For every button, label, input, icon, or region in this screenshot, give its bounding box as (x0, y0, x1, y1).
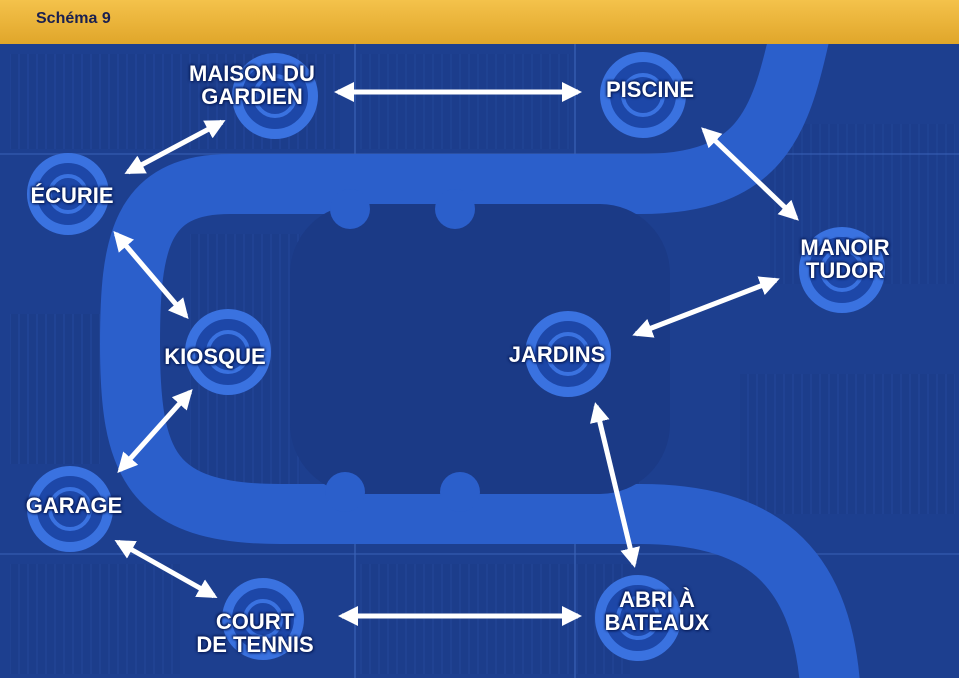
arrow-jardins-abri-a-bateaux (590, 402, 640, 568)
ring-abri-a-bateaux (595, 575, 681, 661)
arrow-garage-court-de-tennis (114, 539, 218, 599)
ring-court-de-tennis (222, 578, 304, 660)
ring-jardins (525, 311, 611, 397)
label-kiosque: KIOSQUE (164, 344, 266, 369)
arrow-piscine-manoir-tudor (701, 127, 799, 221)
ring-kiosque (185, 309, 271, 395)
ring-manoir-tudor (799, 227, 885, 313)
map-canvas (0, 44, 959, 678)
connection-arrows (113, 82, 799, 626)
ring-garage (27, 466, 113, 552)
label-piscine: PISCINE (605, 77, 695, 102)
arrow-ecurie-kiosque (113, 230, 189, 320)
location-rings (27, 52, 885, 661)
road (99, 44, 860, 678)
arrow-kiosque-garage (117, 389, 193, 473)
ring-ecurie (27, 153, 109, 235)
header-bar: Schéma 9 (0, 0, 959, 44)
label-ecurie: ÉCURIE (30, 183, 114, 208)
arrow-maison-du-gardien-ecurie (124, 119, 226, 175)
arrow-manoir-tudor-jardins (632, 276, 780, 338)
ring-piscine (600, 52, 686, 138)
diagram-title: Schéma 9 (36, 10, 111, 27)
label-garage: GARAGE (25, 493, 123, 518)
ring-maison-du-gardien (232, 53, 318, 139)
label-jardins: JARDINS (508, 342, 606, 367)
